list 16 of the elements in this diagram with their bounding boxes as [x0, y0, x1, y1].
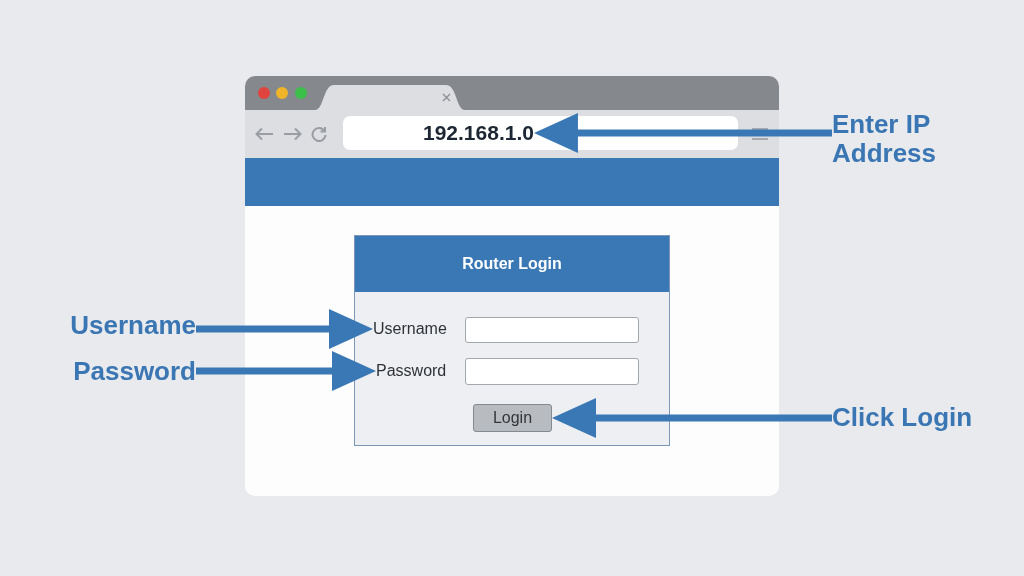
- callout-text: Username: [70, 311, 196, 340]
- callout-text: Click Login: [832, 403, 973, 432]
- callout-text: Enter IP Address: [832, 110, 962, 168]
- login-button: Login: [473, 404, 552, 432]
- field-label: Password: [376, 361, 447, 381]
- arrow: [196, 309, 373, 349]
- input-field: [465, 317, 639, 343]
- arrow: [552, 398, 832, 438]
- panel-title: Router Login: [462, 254, 562, 274]
- url-text: 192.168.1.0: [423, 121, 534, 145]
- callout-text: Password: [73, 357, 196, 386]
- input-field: [465, 358, 639, 385]
- field-label: Username: [373, 319, 447, 339]
- arrow: [533, 113, 832, 153]
- login-panel: [354, 235, 670, 446]
- arrow: [196, 351, 376, 391]
